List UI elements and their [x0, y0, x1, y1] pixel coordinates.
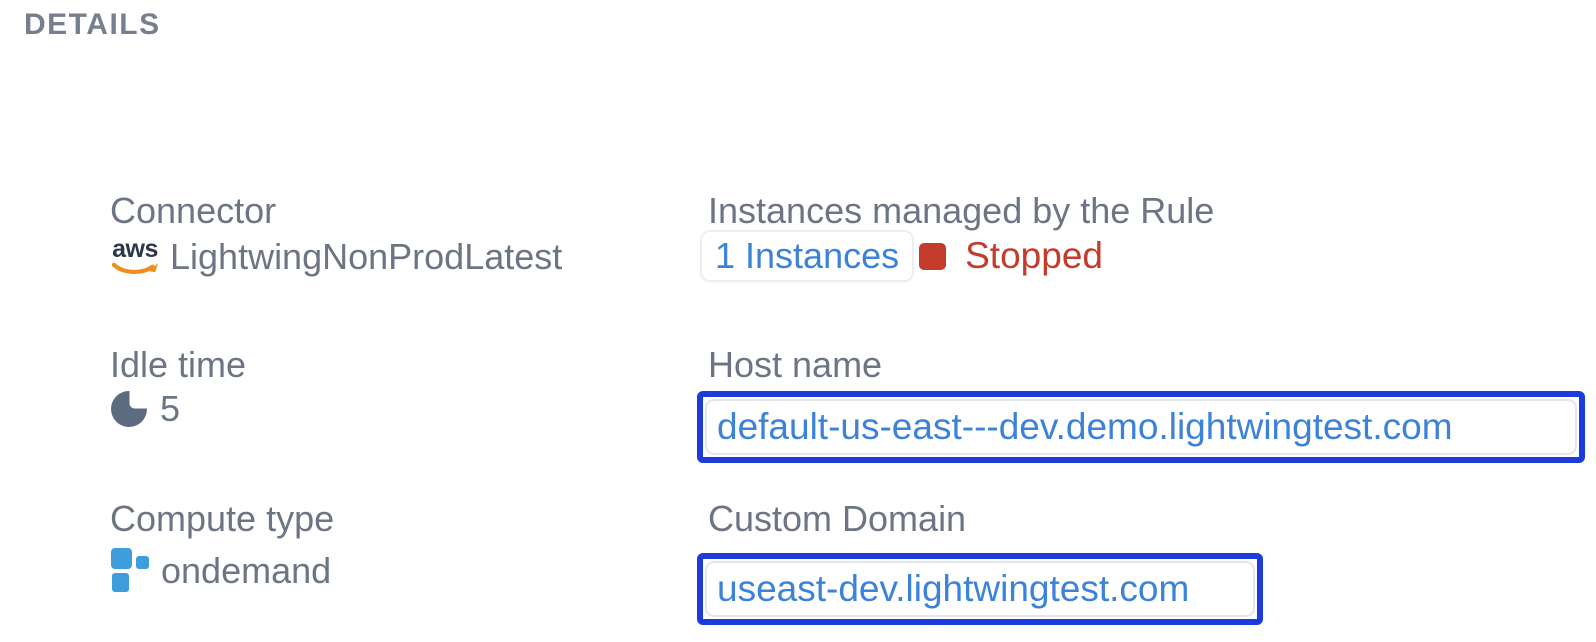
idle-time-label: Idle time — [110, 344, 247, 385]
idle-time-value: 5 — [160, 388, 181, 429]
connector-value-row: aws LightwingNonProdLatest — [110, 234, 562, 280]
host-name-value[interactable]: default-us-east---dev.demo.lightwingtest… — [717, 406, 1453, 447]
compute-squares-icon — [111, 548, 149, 592]
instances-count-link[interactable]: 1 Instances — [700, 230, 915, 282]
idle-time-value-row: 5 — [110, 388, 181, 429]
stopped-status-square-icon — [919, 242, 947, 270]
instances-managed-label: Instances managed by the Rule — [708, 190, 1215, 231]
custom-domain-field[interactable]: useast-dev.lightwingtest.com — [705, 561, 1255, 617]
compute-type-value-row: ondemand — [110, 546, 331, 595]
instances-status-row: 1 Instances Stopped — [700, 228, 1103, 284]
custom-domain-label: Custom Domain — [708, 498, 967, 539]
host-name-highlight-box[interactable]: default-us-east---dev.demo.lightwingtest… — [697, 391, 1585, 463]
custom-domain-value[interactable]: useast-dev.lightwingtest.com — [717, 568, 1190, 609]
aws-logo-word: aws — [112, 235, 158, 264]
connector-label: Connector — [110, 190, 277, 231]
section-title: DETAILS — [24, 8, 161, 41]
compute-type-value: ondemand — [161, 549, 332, 591]
stopped-status-text: Stopped — [965, 235, 1103, 276]
compute-type-label: Compute type — [110, 498, 335, 539]
host-name-label: Host name — [708, 344, 883, 385]
host-name-field[interactable]: default-us-east---dev.demo.lightwingtest… — [705, 399, 1577, 455]
aws-smile-swoosh — [112, 262, 158, 274]
connector-value: LightwingNonProdLatest — [170, 236, 563, 277]
idle-time-pie-icon — [111, 390, 148, 427]
custom-domain-highlight-box[interactable]: useast-dev.lightwingtest.com — [697, 553, 1263, 625]
aws-logo-icon: aws — [110, 235, 160, 274]
